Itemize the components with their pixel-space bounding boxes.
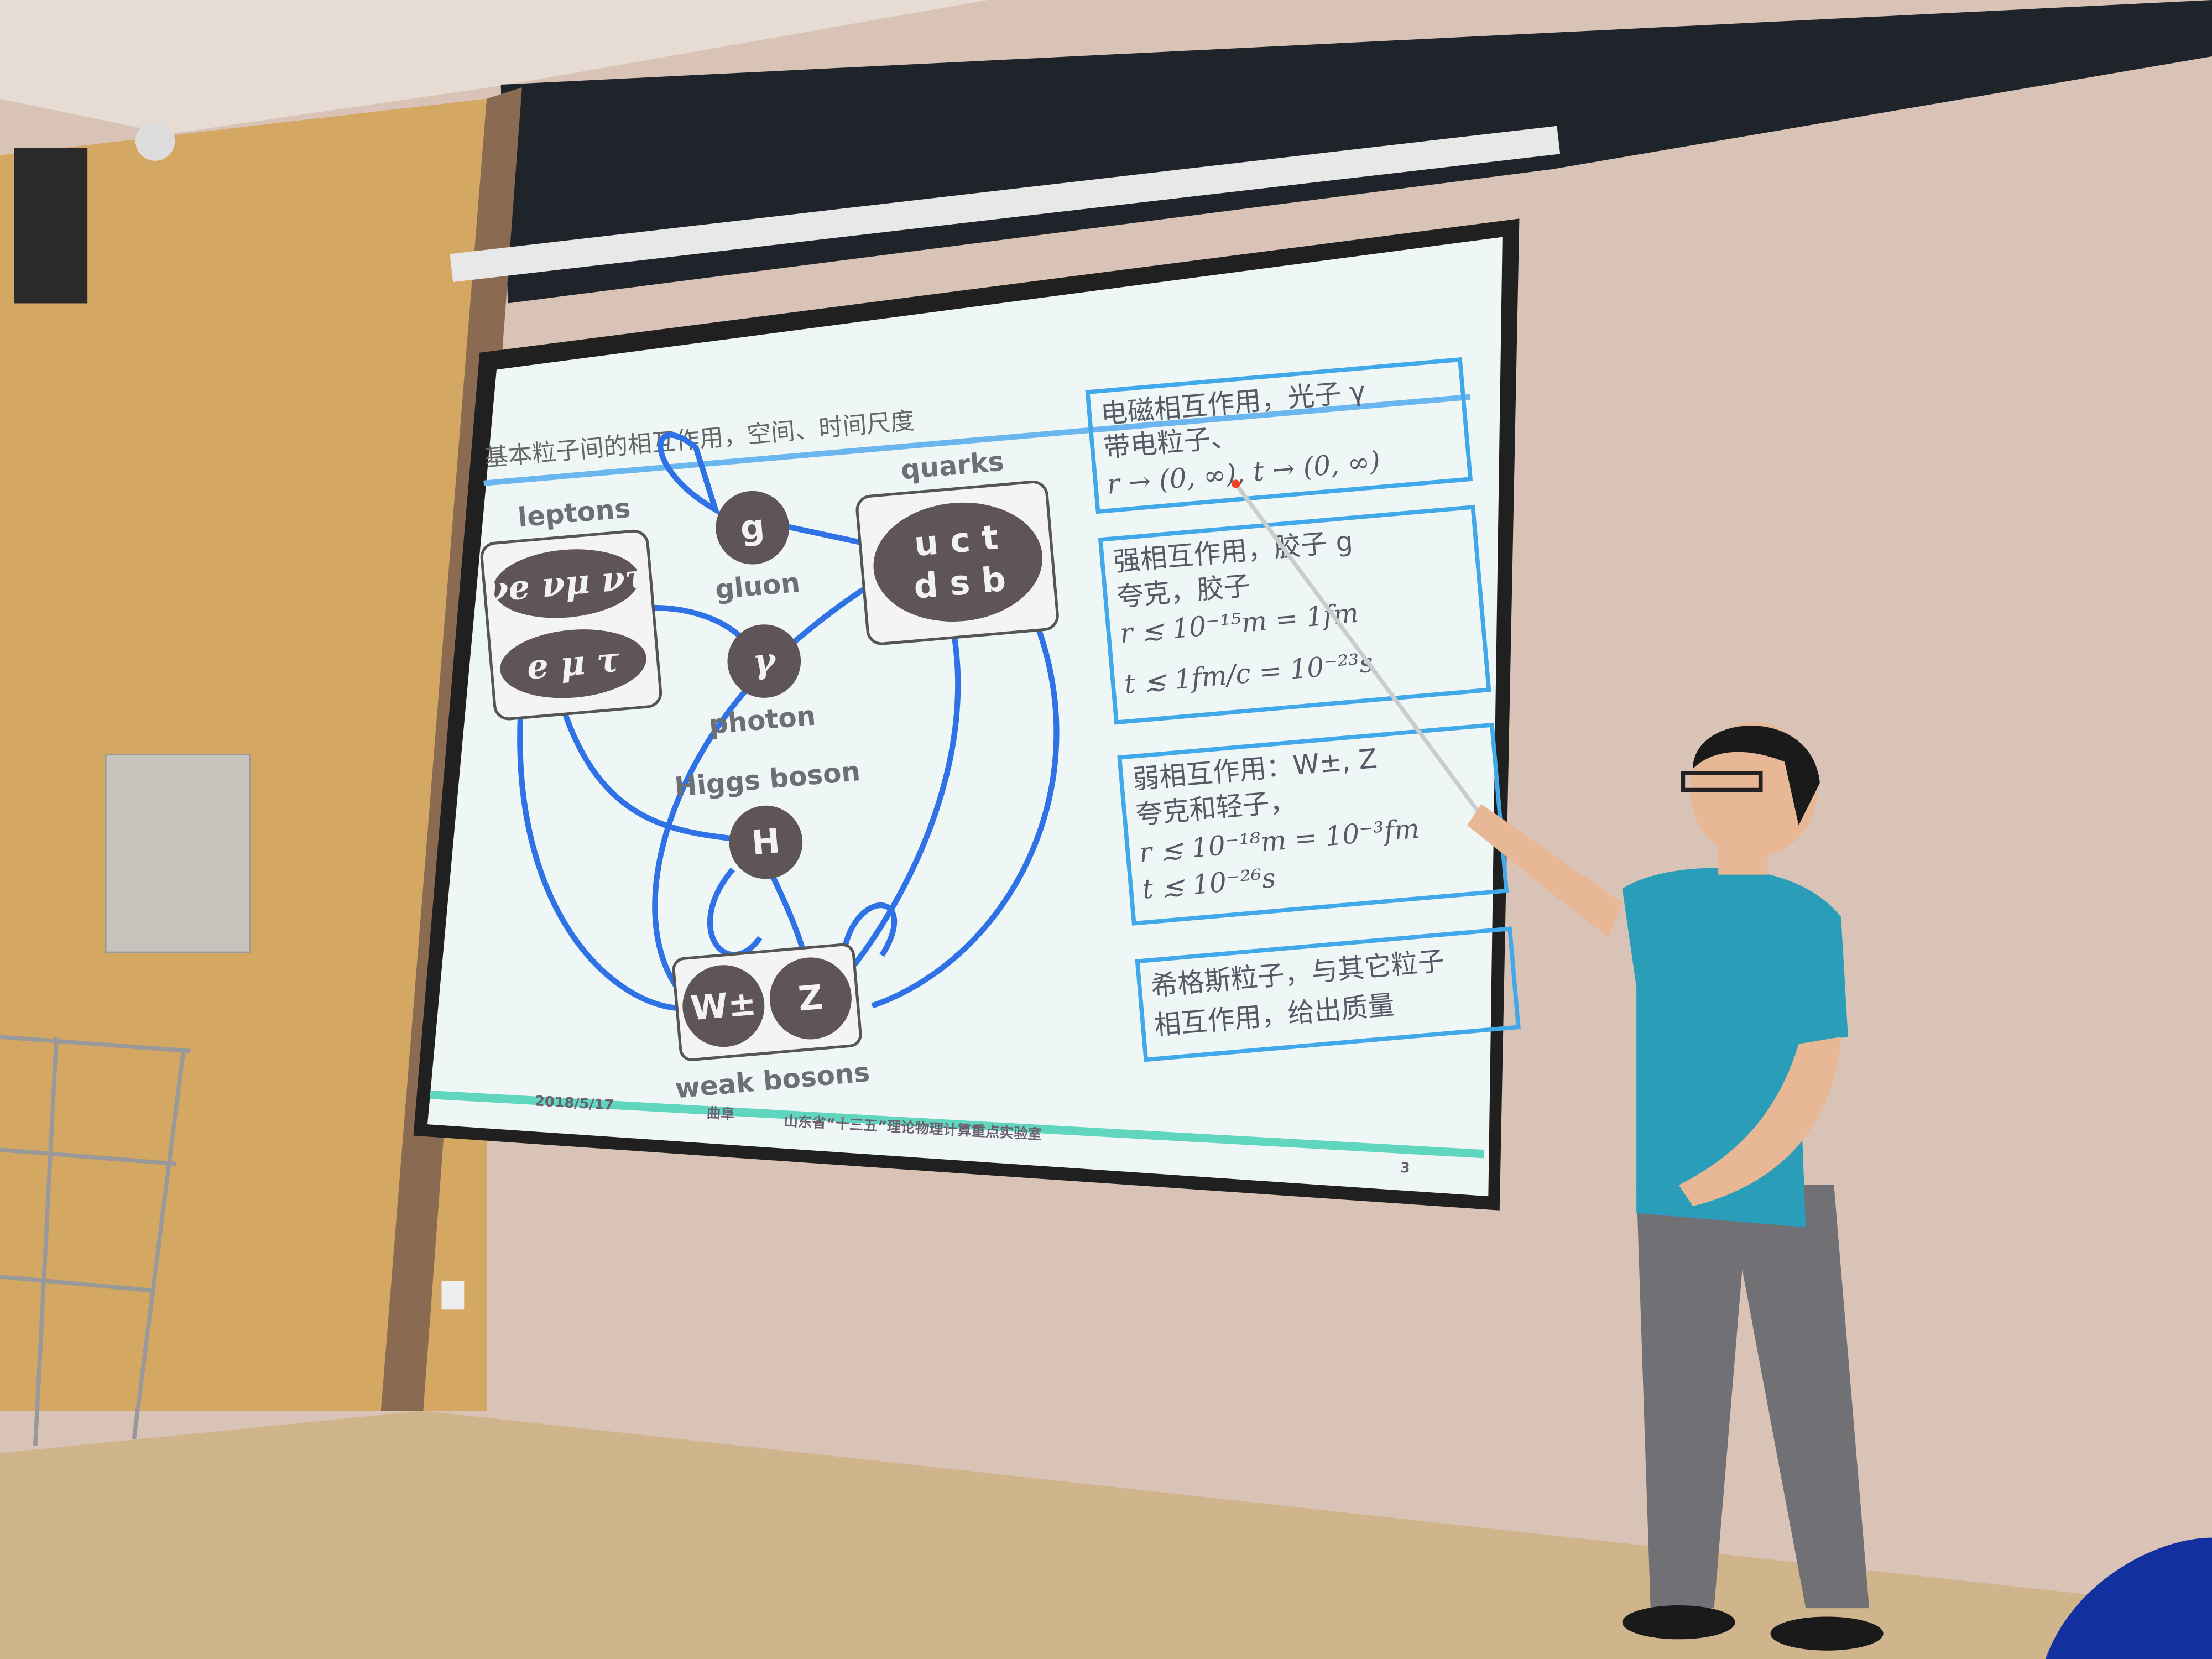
- presenter: [1232, 479, 1884, 1651]
- quarks-row2: d s b: [912, 560, 1008, 607]
- gluon-circle: [716, 491, 790, 565]
- neutrino-oval: [493, 549, 640, 618]
- speaker-box: [14, 148, 88, 304]
- higgs-circle: [729, 805, 803, 879]
- z-circle: [769, 957, 852, 1040]
- camera: [135, 121, 175, 161]
- footer-date: 2018/5/17: [534, 1093, 614, 1113]
- gluon-label: gluon: [714, 567, 801, 606]
- ceiling: [0, 0, 988, 134]
- charged-leptons: e μ τ: [525, 640, 622, 687]
- w-circle: [682, 965, 765, 1047]
- photon-symbol: γ: [752, 640, 779, 681]
- quarks-oval: [873, 502, 1043, 622]
- pointer-stick: [1234, 482, 1490, 827]
- quarks-row1: u c t: [912, 518, 999, 564]
- photon-circle: [727, 624, 801, 698]
- power-outlet: [441, 1281, 465, 1310]
- w-symbol: W±: [689, 984, 758, 1029]
- footer-page: 3: [1400, 1160, 1410, 1177]
- higgs-symbol: H: [750, 821, 781, 863]
- charged-lepton-oval: [500, 629, 646, 698]
- audience-shoulder: [2045, 1537, 2212, 1659]
- accent-line: [430, 1090, 1485, 1159]
- title-underline: [483, 394, 1471, 486]
- z-symbol: Z: [797, 978, 825, 1019]
- gluon-symbol: g: [739, 507, 766, 549]
- interaction-curves: [517, 432, 1060, 1011]
- wall-panel: [105, 754, 251, 953]
- shelf: [0, 1035, 191, 1446]
- projector-bar: [450, 126, 1561, 283]
- footer-place: 曲阜: [706, 1105, 735, 1123]
- pointer-tip: [1232, 479, 1240, 488]
